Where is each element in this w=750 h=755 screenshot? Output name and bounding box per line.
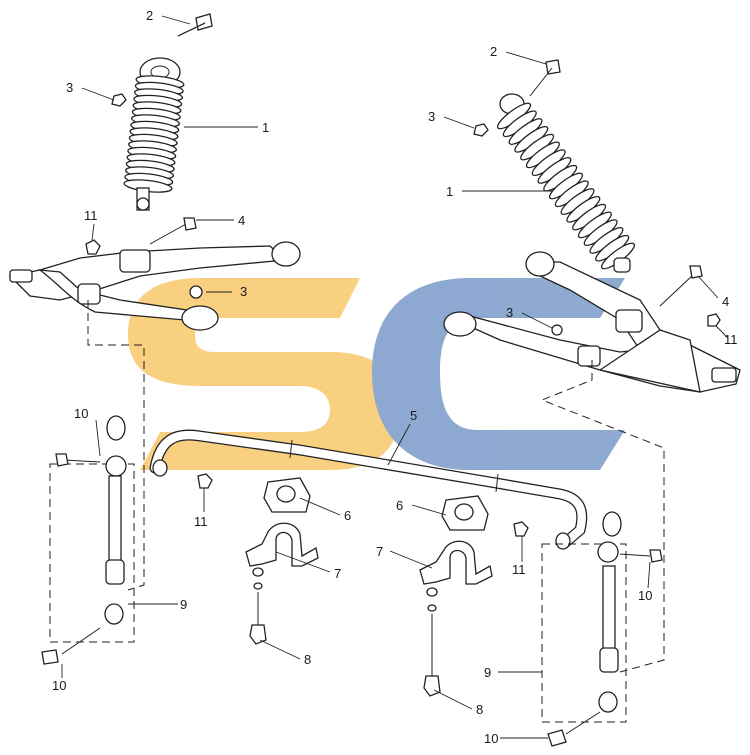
callout-10-right-bottom: 10: [484, 731, 498, 746]
callout-2-left: 2: [146, 8, 153, 23]
callout-1-left: 1: [262, 120, 269, 135]
bar-nut-left: [197, 473, 213, 489]
left-bushing: [263, 477, 311, 513]
callout-11-bar-left: 11: [194, 514, 208, 529]
right-arm-nut-11: [707, 313, 721, 327]
callout-11-left-arm: 11: [84, 208, 98, 223]
right-top-bolt: [529, 59, 561, 97]
callout-2-right: 2: [490, 44, 497, 59]
right-top-nut: [473, 123, 489, 137]
callout-6-right: 6: [396, 498, 403, 513]
right-a-arm: [443, 251, 741, 393]
callout-9-left: 9: [180, 597, 187, 612]
left-arm-nut-11: [85, 239, 101, 255]
left-arm-bolt-4: [149, 217, 197, 245]
callout-8-right: 8: [476, 702, 483, 717]
left-bracket-fasteners: [249, 567, 267, 645]
left-a-arm: [8, 241, 301, 331]
callout-6-left: 6: [344, 508, 351, 523]
right-shock-absorber: [496, 93, 636, 273]
right-stabilizer-link: [541, 511, 663, 747]
callout-4-left: 4: [238, 213, 245, 228]
callout-4-right: 4: [722, 294, 729, 309]
left-stabilizer-link: [41, 415, 135, 665]
callout-11-right-arm: 11: [724, 332, 738, 347]
callout-10-left-bottom: 10: [52, 678, 66, 693]
callout-3-right-top: 3: [428, 109, 435, 124]
callout-7-right: 7: [376, 544, 383, 559]
callout-5: 5: [410, 408, 417, 423]
leader-lines: [61, 15, 729, 739]
callout-10-right-mid: 10: [638, 588, 652, 603]
callout-3-left-arm: 3: [240, 284, 247, 299]
callout-3-left-top: 3: [66, 80, 73, 95]
callout-10-left-top: 10: [74, 406, 88, 421]
right-bushing: [441, 495, 489, 531]
left-top-bolt: [177, 13, 213, 37]
callout-7-left: 7: [334, 566, 341, 581]
left-top-nut: [111, 93, 127, 107]
assembly-guide-lines: [87, 300, 665, 673]
callout-9-right: 9: [484, 665, 491, 680]
stabilizer-bar: [149, 429, 588, 550]
logo-blue-c: [372, 278, 625, 470]
right-arm-bolt-4: [659, 265, 703, 307]
right-bracket-fasteners: [423, 587, 441, 697]
bar-nut-right: [513, 521, 529, 537]
right-bracket: [419, 540, 493, 585]
left-bracket: [245, 522, 319, 567]
callout-labels: 1 1 2 2 3 3 3 3 4 4 5 6 6 7 7 8 8 9 9 10…: [52, 8, 738, 746]
callout-1-right: 1: [446, 184, 453, 199]
callout-8-left: 8: [304, 652, 311, 667]
left-shock-absorber: [123, 57, 185, 211]
callout-3-right-arm: 3: [506, 305, 513, 320]
callout-11-bar-right: 11: [512, 562, 526, 577]
